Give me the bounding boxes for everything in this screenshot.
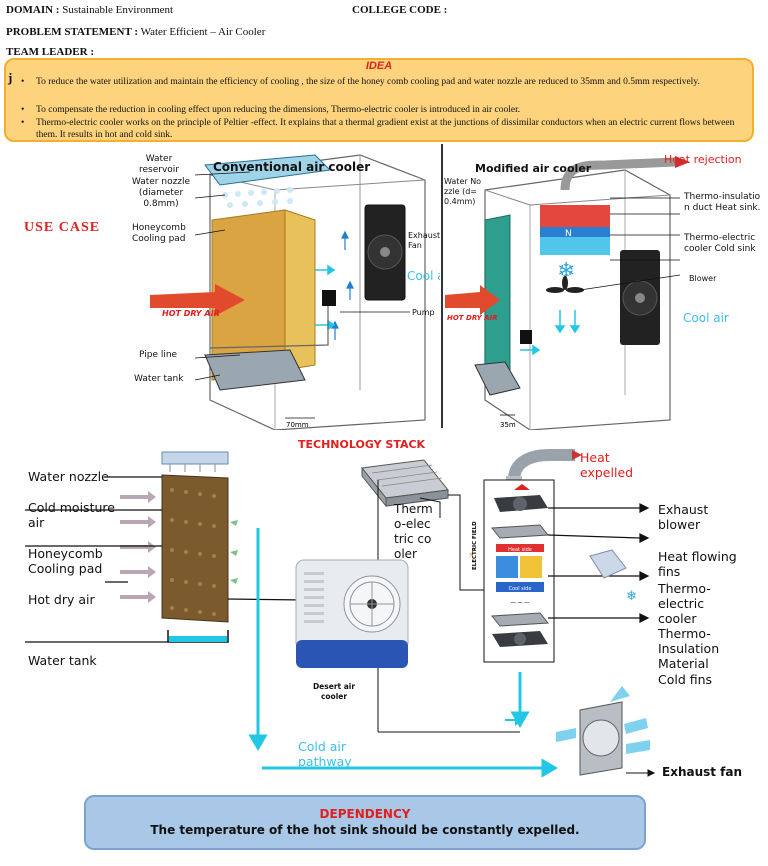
tech-thermo-label: Thermo-electric cooler [394, 502, 433, 561]
dependency-box: DEPENDENCY The temperature of the hot si… [84, 795, 646, 850]
conv-water-tank-label: Water tank [134, 374, 184, 384]
domain-line: DOMAIN : Sustainable Environment [6, 4, 173, 16]
tech-insulation-label: Thermo-Insulation Material [658, 626, 720, 671]
svg-text:N: N [565, 229, 572, 239]
college-code-label: COLLEGE CODE : [352, 4, 448, 16]
tech-heat-expelled-label: Heat expelled [580, 450, 634, 480]
mod-hot-dry-air-text: HOT DRY AIR [447, 314, 498, 322]
stack-cool-side-text: Cool side [509, 586, 532, 592]
idea-bullet-1-text: To reduce the water utilization and main… [36, 77, 700, 87]
conventional-title: Conventional air cooler [213, 160, 371, 174]
conv-pipe-line-label: Pipe line [139, 350, 178, 360]
tech-cold-air-pathway-label: Cold air pathway [298, 739, 352, 769]
idea-box: IDEA j •To reduce the water utilization … [4, 58, 754, 142]
use-case-title: USE CASE [24, 220, 101, 235]
mod-thermo-cooler-label: Thermo-electric cooler Cold sink [684, 233, 756, 254]
tech-stack-drawing: Heat side Cool side ~~~ ELECTRIC FIELD ⚡… [25, 449, 656, 778]
team-leader-label: TEAM LEADER : [6, 46, 95, 58]
conv-water-nozzle-label: Water nozzle (diameter 0.8mm) [131, 177, 191, 209]
problem-label: PROBLEM STATEMENT : [6, 26, 139, 38]
mod-cool-air-text: Cool air [683, 311, 729, 325]
mod-thermo-insulation-label: Thermo-insulatio n duct Heat sink. [684, 192, 761, 213]
idea-bullet-2-text: To compensate the reduction in cooling e… [36, 105, 521, 115]
use-case-divider [441, 144, 443, 428]
idea-title: IDEA [365, 60, 393, 72]
college-code: COLLEGE CODE : [352, 4, 447, 16]
svg-text:❄: ❄ [626, 589, 637, 604]
tech-exhaust-fan-label: Exhaust fan [662, 765, 743, 779]
modified-title: Modified air cooler [475, 162, 592, 175]
tech-cold-moisture-label: Cold moisture air [28, 500, 115, 530]
tech-thermo-cooler-label: Thermo-electric cooler [658, 581, 711, 626]
mod-heat-rejection-label: Heat rejection [664, 153, 742, 166]
mod-water-nozzle-label: Water Nozzle (d=0.4mm) [444, 177, 482, 206]
dependency-title: DEPENDENCY [319, 807, 411, 821]
tech-honeycomb-label: Honeycomb Cooling pad [28, 546, 103, 576]
mod-blower-label: Blower [689, 274, 717, 283]
tech-desert-cooler-label: Desert air cooler [312, 682, 356, 701]
domain-label: DOMAIN : [6, 4, 60, 16]
mod-dimension-text: 35m [500, 421, 516, 429]
domain-value: Sustainable Environment [62, 4, 174, 16]
conv-water-reservoir-label: Water reservoir [139, 154, 179, 175]
dependency-text: The temperature of the hot sink should b… [150, 823, 580, 837]
modified-cooler-drawing: N ❄ HOT DRY AIR Cool air 35m [445, 156, 729, 430]
tech-hot-dry-air-label: Hot dry air [28, 592, 95, 607]
conv-pump-label: Pump [412, 308, 435, 317]
svg-text:~~~: ~~~ [510, 598, 530, 607]
stack-heat-side-text: Heat side [508, 547, 532, 553]
idea-bullet-1: •To reduce the water utilization and mai… [21, 77, 700, 87]
team-leader: TEAM LEADER : [6, 46, 94, 58]
tech-water-tank-label: Water tank [28, 653, 97, 668]
stack-electric-field-text: ELECTRIC FIELD [472, 521, 478, 570]
conv-cool-air-text: Cool air [407, 269, 440, 283]
conventional-cooler-drawing: HOT DRY AIR Cool air 70mm [150, 154, 440, 430]
tech-cold-fins-label: Cold fins [658, 672, 713, 687]
conv-hot-dry-air-text: HOT DRY AIR [162, 309, 220, 318]
conv-exhaust-fan-label: Exhaust Fan [408, 231, 441, 250]
svg-text:❄: ❄ [557, 259, 575, 284]
bullet-glyph: j [8, 70, 13, 85]
conv-dimension-text: 70mm [286, 421, 309, 429]
idea-bullet-3-text: Thermo-electric cooler works on the prin… [36, 118, 735, 140]
tech-water-nozzle-label: Water nozzle [28, 469, 109, 484]
idea-bullet-3: •Thermo-electric cooler works on the pri… [21, 118, 735, 140]
svg-text:⚡: ⚡ [468, 551, 474, 561]
problem-value: Water Efficient – Air Cooler [140, 26, 266, 38]
tech-stack-title: TECHNOLOGY STACK [298, 438, 426, 451]
tech-exhaust-blower-label: Exhaust blower [658, 502, 709, 532]
tech-heat-fins-label: Heat flowing fins [658, 549, 737, 579]
problem-line: PROBLEM STATEMENT : Water Efficient – Ai… [6, 26, 265, 38]
idea-bullet-2: •To compensate the reduction in cooling … [21, 105, 521, 115]
conv-honeycomb-label: Honeycomb Cooling pad [132, 223, 186, 244]
